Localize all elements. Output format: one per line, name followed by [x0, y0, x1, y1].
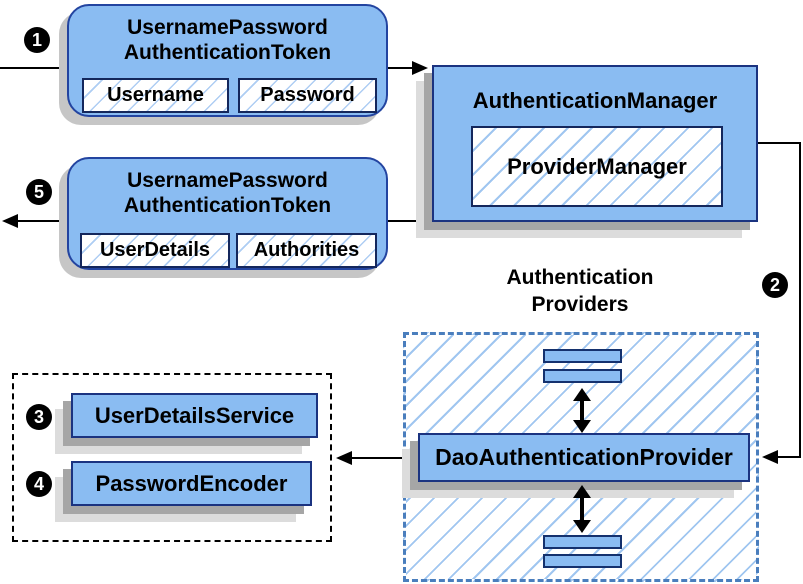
providers-heading-line1: Authentication: [506, 266, 654, 289]
request-token-title: UsernamePassword AuthenticationToken: [69, 6, 386, 65]
response-token-title-line2: AuthenticationToken: [123, 194, 332, 217]
response-token-box: UsernamePassword AuthenticationToken Use…: [67, 157, 388, 270]
provider-manager-box: ProviderManager: [471, 126, 723, 207]
user-details-field: UserDetails: [80, 233, 230, 268]
providers-heading-line2: Providers: [531, 293, 629, 316]
dao-to-services-line: [352, 457, 418, 459]
services-region: [12, 373, 332, 542]
request-token-title-line1: UsernamePassword: [127, 16, 328, 39]
step-1-badge: 1: [24, 27, 50, 53]
delegate-line-top: [758, 142, 801, 144]
dao-authentication-provider-box: DaoAuthenticationProvider: [418, 433, 750, 482]
arrowhead-into-auth-manager: [412, 61, 428, 75]
authentication-manager-box: AuthenticationManager ProviderManager: [432, 65, 758, 222]
provider-slot-bar: [543, 369, 622, 383]
bidirectional-arrow-bottom: [573, 485, 591, 533]
step-5-badge: 5: [26, 179, 52, 205]
step-3-badge: 3: [26, 404, 52, 430]
request-token-box: UsernamePassword AuthenticationToken Use…: [67, 4, 388, 117]
authorities-field: Authorities: [236, 233, 377, 268]
provider-slot-bar: [543, 535, 622, 549]
provider-slot-bar: [543, 554, 622, 568]
delegate-line-bottom: [778, 456, 801, 458]
arrowhead-into-dao-provider: [762, 450, 778, 464]
providers-heading: Authentication Providers: [470, 264, 690, 318]
user-details-service-box: UserDetailsService: [71, 393, 318, 438]
arrowhead-into-services: [336, 451, 352, 465]
arrowhead-response-out: [2, 214, 18, 228]
step-2-badge: 2: [762, 272, 788, 298]
username-field: Username: [82, 78, 229, 113]
password-encoder-box: PasswordEncoder: [71, 461, 312, 506]
response-token-title-line1: UsernamePassword: [127, 169, 328, 192]
authentication-manager-title: AuthenticationManager: [472, 88, 718, 113]
bidirectional-arrow-top: [573, 388, 591, 433]
step-4-badge: 4: [26, 471, 52, 497]
delegate-line-vertical: [799, 142, 801, 458]
password-field: Password: [238, 78, 377, 113]
provider-slot-bar: [543, 349, 622, 363]
response-token-title: UsernamePassword AuthenticationToken: [69, 159, 386, 218]
request-token-title-line2: AuthenticationToken: [123, 41, 332, 64]
